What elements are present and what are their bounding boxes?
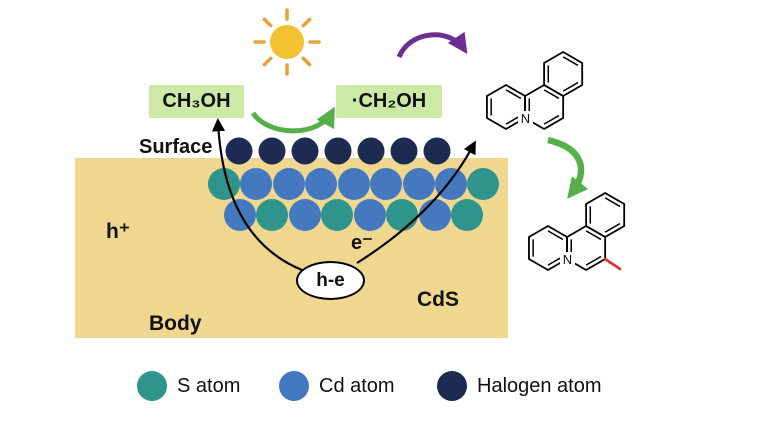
cd-atom bbox=[240, 168, 272, 200]
halogen-atom bbox=[324, 137, 352, 165]
surface-label: Surface bbox=[139, 136, 213, 158]
product-transformation-arrow bbox=[547, 136, 589, 199]
methylphenanthridine-molecule bbox=[528, 191, 626, 272]
hydroxymethyl-radical-label: ·CH₂OH bbox=[336, 85, 442, 118]
cds-label: CdS bbox=[417, 288, 459, 311]
s-atom-legend-label: S atom bbox=[177, 374, 241, 397]
s-atom bbox=[451, 199, 483, 231]
s-atom bbox=[467, 168, 499, 200]
s-atom-legend-dot bbox=[137, 371, 167, 401]
s-atom bbox=[208, 168, 240, 200]
cd-atom bbox=[403, 168, 435, 200]
hole-transfer-arrow bbox=[211, 118, 303, 272]
cd-atom bbox=[289, 199, 321, 231]
legend-item-halogen-atom: Halogen atom bbox=[437, 371, 602, 401]
sun-icon bbox=[253, 8, 321, 76]
s-atom bbox=[386, 199, 418, 231]
legend-item-cd-atom: Cd atom bbox=[279, 371, 395, 401]
body-label: Body bbox=[149, 312, 202, 335]
halogen-atom bbox=[423, 137, 451, 165]
cd-atom-legend-label: Cd atom bbox=[319, 374, 395, 397]
cd-atom bbox=[435, 168, 467, 200]
hole-electron-pair-badge: h-e bbox=[296, 261, 365, 300]
nitrogen-atom-label-2: N bbox=[560, 252, 575, 267]
cd-atom bbox=[305, 168, 337, 200]
cd-atom bbox=[419, 199, 451, 231]
atom-lattice bbox=[208, 137, 499, 231]
s-atom bbox=[321, 199, 353, 231]
nitrogen-atom-label-1: N bbox=[518, 111, 533, 126]
cd-atom bbox=[370, 168, 402, 200]
radical-addition-arrow bbox=[396, 31, 468, 59]
methanol-to-radical-arrow bbox=[250, 106, 335, 134]
cd-atom bbox=[354, 199, 386, 231]
hole-label: h⁺ bbox=[106, 220, 130, 243]
s-atom bbox=[256, 199, 288, 231]
halogen-atom bbox=[225, 137, 253, 165]
cd-atom bbox=[338, 168, 370, 200]
cd-atom bbox=[273, 168, 305, 200]
methyl-bond bbox=[603, 257, 622, 271]
cd-atom-legend-dot bbox=[279, 371, 309, 401]
halogen-atom bbox=[390, 137, 418, 165]
halogen-atom bbox=[291, 137, 319, 165]
halogen-atom-legend-label: Halogen atom bbox=[477, 374, 602, 397]
halogen-atom bbox=[258, 137, 286, 165]
halogen-atom-legend-dot bbox=[437, 371, 467, 401]
legend-item-s-atom: S atom bbox=[137, 371, 240, 401]
halogen-atom bbox=[357, 137, 385, 165]
electron-transfer-arrow bbox=[356, 140, 476, 264]
electron-label: e⁻ bbox=[351, 232, 373, 254]
phenanthridine-molecule bbox=[486, 50, 584, 131]
methanol-label: CH₃OH bbox=[149, 85, 244, 118]
